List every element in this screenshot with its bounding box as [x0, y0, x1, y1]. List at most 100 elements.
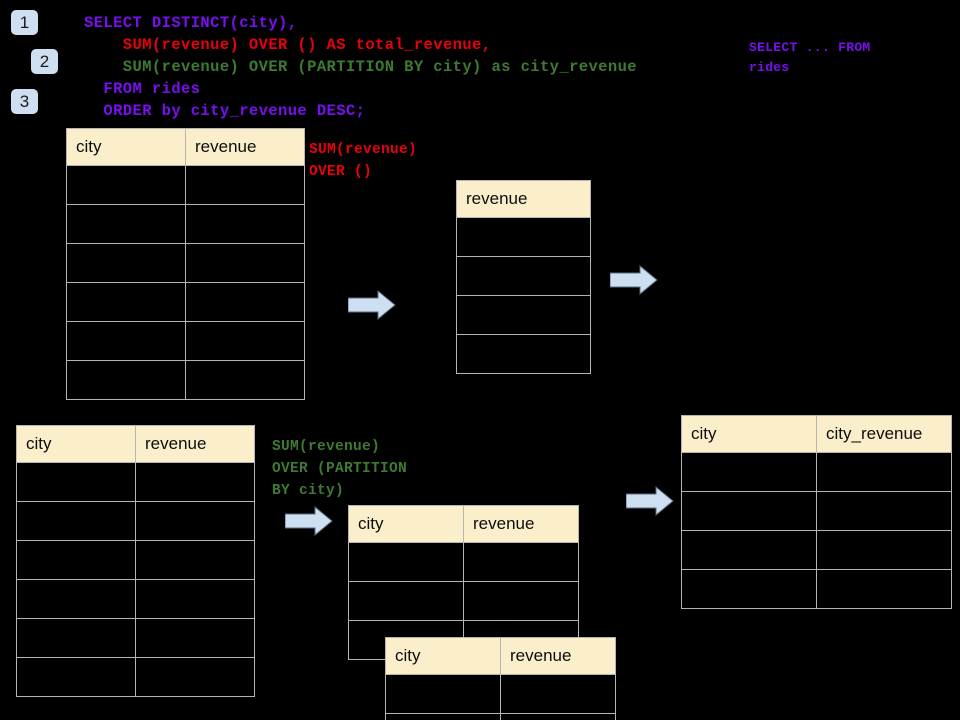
- cell-city: [16, 618, 136, 658]
- cell-revenue: [500, 674, 616, 714]
- cell-revenue: [135, 501, 255, 541]
- cell-city: [66, 360, 186, 400]
- arrow-source-to-partition: [284, 505, 333, 541]
- table-row: [681, 452, 952, 492]
- cell-city: [385, 674, 501, 714]
- step-badge-3[interactable]: 3: [11, 89, 38, 114]
- cell-revenue: [135, 462, 255, 502]
- cell-revenue: [185, 243, 305, 283]
- cell-city: [16, 540, 136, 580]
- table-header-row: city revenue: [16, 425, 255, 463]
- cell-city: [66, 243, 186, 283]
- cell-revenue: [185, 282, 305, 322]
- arrow-partition-to-final: [625, 485, 674, 521]
- cell-revenue: [456, 295, 591, 335]
- cell-revenue: [135, 618, 255, 658]
- table-source-top: city revenue: [66, 128, 305, 400]
- column-header-city: city: [66, 128, 186, 166]
- table-row: [66, 243, 305, 283]
- cell-city: [681, 530, 817, 570]
- column-header-city: city: [681, 415, 817, 453]
- table-row: [385, 713, 616, 720]
- step-badge-1[interactable]: 1: [11, 10, 38, 35]
- table-row: [681, 569, 952, 609]
- cell-revenue: [463, 542, 579, 582]
- cell-revenue: [456, 256, 591, 296]
- cell-revenue: [500, 713, 616, 720]
- sql-line-from: FROM rides: [84, 80, 201, 98]
- table-header-row: city revenue: [385, 637, 616, 675]
- cell-revenue: [185, 321, 305, 361]
- cell-revenue: [456, 217, 591, 257]
- cell-city: [348, 581, 464, 621]
- table-source-bottom: city revenue: [16, 425, 255, 697]
- cell-city: [348, 542, 464, 582]
- column-header-city: city: [385, 637, 501, 675]
- table-row: [681, 530, 952, 570]
- table-row: [66, 165, 305, 205]
- sql-line-order-by: ORDER by city_revenue DESC;: [84, 102, 366, 120]
- cell-city-revenue: [816, 569, 952, 609]
- cell-city: [681, 452, 817, 492]
- table-header-row: revenue: [456, 180, 591, 218]
- table-row: [681, 491, 952, 531]
- table-row: [16, 657, 255, 697]
- cell-city: [66, 204, 186, 244]
- cell-revenue: [456, 334, 591, 374]
- cell-city: [385, 713, 501, 720]
- cell-city-revenue: [816, 530, 952, 570]
- column-header-revenue: revenue: [135, 425, 255, 463]
- step-badge-2[interactable]: 2: [31, 49, 58, 74]
- cell-city-revenue: [816, 452, 952, 492]
- table-header-row: city city_revenue: [681, 415, 952, 453]
- sql-line-city-revenue: SUM(revenue) OVER (PARTITION BY city) as…: [84, 58, 637, 76]
- cell-revenue: [463, 581, 579, 621]
- cell-city: [681, 491, 817, 531]
- cell-city: [16, 657, 136, 697]
- cell-city: [66, 321, 186, 361]
- table-row: [66, 204, 305, 244]
- table-row: [66, 282, 305, 322]
- column-header-revenue: revenue: [456, 180, 591, 218]
- table-final-result: city city_revenue: [681, 415, 952, 609]
- table-total-revenue-result: revenue: [456, 180, 591, 374]
- table-row: [385, 674, 616, 714]
- table-row: [16, 579, 255, 619]
- cell-revenue: [135, 579, 255, 619]
- cell-city: [66, 165, 186, 205]
- table-row: [456, 334, 591, 374]
- annotation-total-revenue: SUM(revenue) OVER (): [309, 142, 418, 180]
- table-header-row: city revenue: [66, 128, 305, 166]
- column-header-revenue: revenue: [463, 505, 579, 543]
- cell-city: [16, 579, 136, 619]
- table-row: [16, 501, 255, 541]
- column-header-city: city: [348, 505, 464, 543]
- column-header-city-revenue: city_revenue: [816, 415, 952, 453]
- table-row: [348, 581, 579, 621]
- cell-city: [16, 462, 136, 502]
- table-partition-group-b: city revenue: [385, 637, 616, 720]
- column-header-revenue: revenue: [500, 637, 616, 675]
- cell-city-revenue: [816, 491, 952, 531]
- cell-revenue: [135, 540, 255, 580]
- cell-revenue: [185, 204, 305, 244]
- table-row: [16, 540, 255, 580]
- cell-revenue: [135, 657, 255, 697]
- table-row: [66, 360, 305, 400]
- table-row: [456, 295, 591, 335]
- arrow-source-to-total: [347, 289, 396, 325]
- side-note-select-from-rides: SELECT ... FROM rides: [749, 40, 871, 75]
- cell-city: [66, 282, 186, 322]
- cell-revenue: [185, 165, 305, 205]
- table-row: [66, 321, 305, 361]
- arrow-total-to-final: [609, 264, 658, 300]
- cell-city: [16, 501, 136, 541]
- table-row: [16, 618, 255, 658]
- table-row: [456, 217, 591, 257]
- table-row: [456, 256, 591, 296]
- column-header-revenue: revenue: [185, 128, 305, 166]
- sql-line-select: SELECT DISTINCT(city),: [84, 14, 298, 32]
- cell-city: [681, 569, 817, 609]
- sql-line-total-revenue: SUM(revenue) OVER () AS total_revenue,: [84, 36, 492, 54]
